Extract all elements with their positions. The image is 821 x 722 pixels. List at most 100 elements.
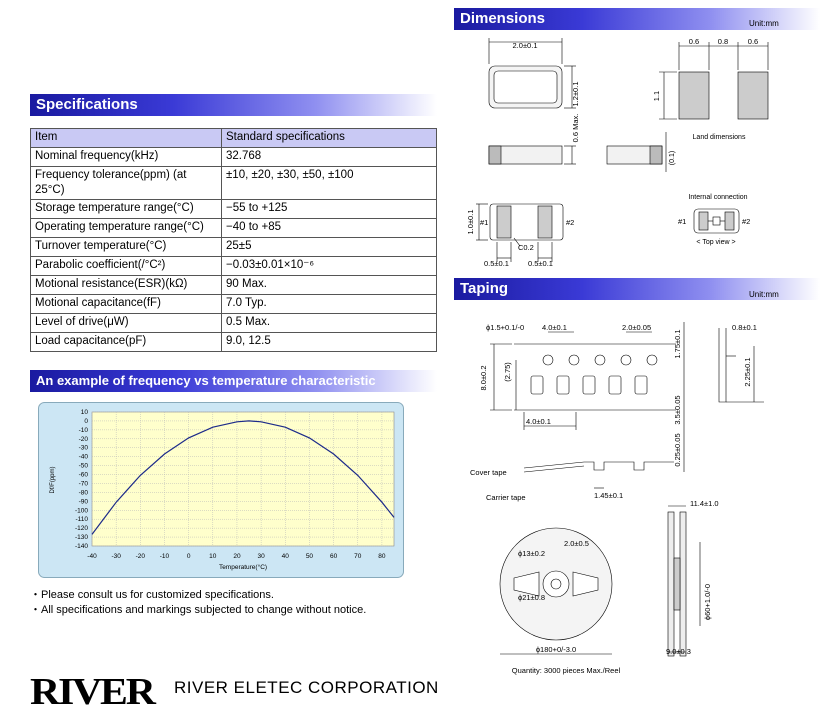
- land-06b: 0.6: [748, 37, 758, 46]
- x-tick-label: 20: [233, 553, 241, 560]
- dim-thickness: 0.6 Max.: [571, 114, 580, 143]
- river-logo: RIVER: [30, 671, 156, 713]
- specifications-title: Specifications: [36, 96, 138, 113]
- company-name: RIVER ELETEC CORPORATION: [174, 678, 439, 697]
- x-tick-label: 80: [378, 553, 386, 560]
- tape-pitch-b: 4.0±0.1: [526, 417, 551, 426]
- carrier-tape-label: Carrier tape: [486, 493, 526, 502]
- x-tick-label: 0: [187, 553, 191, 560]
- cover-tape-label: Cover tape: [470, 468, 507, 477]
- y-tick-label: -140: [75, 543, 88, 550]
- x-tick-label: 40: [282, 553, 290, 560]
- row-label: Level of drive(μW): [30, 313, 222, 333]
- row-value: 32.768: [221, 147, 437, 167]
- taping-unit: Unit:mm: [749, 290, 779, 299]
- y-tick-label: -130: [75, 534, 88, 541]
- ic-pin-1: #1: [678, 217, 686, 226]
- reel-hub-21: ϕ21±0.8: [518, 593, 545, 602]
- y-tick-label: -110: [75, 516, 88, 523]
- ic-pin-2: #2: [742, 217, 750, 226]
- header-spec: Standard specifications: [221, 128, 437, 148]
- tape-08: 0.8±0.1: [732, 323, 757, 332]
- dimensions-unit: Unit:mm: [749, 19, 779, 28]
- row-label: Storage temperature range(°C): [30, 199, 222, 219]
- table-row: Frequency tolerance(ppm) (at 25°C)±10, ±…: [30, 166, 437, 200]
- dim-10: 1.0±0.1: [466, 210, 475, 235]
- y-tick-labels: 100-10-20-30-40-50-60-70-80-90-100-110-1…: [75, 409, 88, 550]
- pad-width-2: 0.5±0.1: [528, 259, 553, 268]
- y-tick-label: -70: [79, 480, 89, 487]
- plot-area: [91, 411, 395, 547]
- y-tick-label: -80: [79, 489, 89, 496]
- y-tick-label: -90: [79, 498, 89, 505]
- taping-banner: Taping: [454, 278, 820, 300]
- tape-025: 0.25±0.05: [673, 433, 682, 466]
- pad-2-label: #2: [566, 218, 574, 227]
- y-axis-label: Df/F(ppm): [50, 466, 56, 493]
- dimensions-drawing: 2.0±0.1 1.2±0.1 0.6 Max. 0.6 0.8 0.6 1.1…: [466, 37, 769, 268]
- dim-width: 2.0±0.1: [513, 41, 538, 50]
- tape-145: 1.45±0.1: [594, 491, 623, 500]
- y-tick-label: -60: [79, 472, 89, 479]
- tape-pitch-20: 2.0±0.05: [622, 323, 651, 332]
- row-label: Operating temperature range(°C): [30, 218, 222, 238]
- note-2: ・All specifications and markings subject…: [30, 604, 367, 616]
- dim-height: 1.2±0.1: [571, 82, 580, 107]
- y-tick-label: -100: [75, 507, 88, 514]
- table-row: Motional capacitance(fF)7.0 Typ.: [30, 294, 437, 314]
- y-tick-label: -40: [79, 454, 89, 461]
- tape-35: 3.5±0.05: [673, 395, 682, 424]
- x-axis-label: Temperature(°C): [219, 563, 267, 571]
- row-value: 7.0 Typ.: [221, 294, 437, 314]
- row-value: 9.0, 12.5: [221, 332, 437, 352]
- tape-pitch-a: 4.0±0.1: [542, 323, 567, 332]
- row-value: ±10, ±20, ±30, ±50, ±100: [221, 166, 437, 200]
- table-row: Storage temperature range(°C)−55 to +125: [30, 199, 437, 219]
- series-line: [91, 420, 395, 535]
- row-value: 25±5: [221, 237, 437, 257]
- y-tick-label: -10: [79, 427, 89, 434]
- chart-banner: An example of frequency vs temperature c…: [30, 370, 437, 392]
- row-value: −40 to +85: [221, 218, 437, 238]
- chart-grid: [91, 411, 394, 547]
- specifications-banner: Specifications: [30, 94, 437, 116]
- note-1: ・Please consult us for customized specif…: [30, 589, 274, 601]
- table-row: Motional resistance(ESR)(kΩ)90 Max.: [30, 275, 437, 295]
- x-tick-label: 70: [354, 553, 362, 560]
- x-tick-label: -30: [111, 553, 121, 560]
- row-label: Turnover temperature(°C): [30, 237, 222, 257]
- land-dimensions-label: Land dimensions: [693, 134, 746, 141]
- reel-quantity: Quantity: 3000 pieces Max./Reel: [512, 666, 621, 675]
- table-row: Level of drive(μW)0.5 Max.: [30, 313, 437, 333]
- reel-60: ϕ60+1.0/-0: [703, 584, 712, 620]
- row-label: Motional capacitance(fF): [30, 294, 222, 314]
- x-tick-label: -20: [136, 553, 146, 560]
- pad-1-label: #1: [480, 218, 488, 227]
- row-value: −0.03±0.01×10⁻⁶: [221, 256, 437, 276]
- reel-hub-13: ϕ13±0.2: [518, 549, 545, 558]
- x-tick-label: 60: [330, 553, 338, 560]
- dim-01: (0.1): [669, 151, 676, 165]
- table-row: Load capacitance(pF)9.0, 12.5: [30, 332, 437, 352]
- row-label: Frequency tolerance(ppm) (at 25°C): [30, 166, 222, 200]
- taping-title: Taping: [460, 280, 509, 297]
- x-tick-label: -10: [160, 553, 170, 560]
- row-label: Load capacitance(pF): [30, 332, 222, 352]
- table-header-row: Item Standard specifications: [30, 128, 437, 148]
- tape-hole: ϕ1.5+0.1/-0: [486, 323, 524, 332]
- reel-90: 9.0±0.3: [666, 647, 691, 656]
- top-view-label: < Top view >: [696, 239, 735, 246]
- specifications-table: Item Standard specifications Nominal fre…: [30, 128, 437, 352]
- y-tick-label: 10: [81, 409, 89, 416]
- header-item: Item: [30, 128, 222, 148]
- tape-275: (2.75): [503, 362, 512, 382]
- table-row: Operating temperature range(°C)−40 to +8…: [30, 218, 437, 238]
- tape-width: 8.0±0.2: [479, 366, 488, 391]
- table-row: Nominal frequency(kHz)32.768: [30, 147, 437, 167]
- table-row: Turnover temperature(°C)25±5: [30, 237, 437, 257]
- table-row: Parabolic coefficient(/°C²)−0.03±0.01×10…: [30, 256, 437, 276]
- x-tick-label: -40: [87, 553, 97, 560]
- tape-edge: 1.75±0.1: [673, 329, 682, 358]
- land-08: 0.8: [718, 37, 728, 46]
- land-11: 1.1: [652, 91, 661, 101]
